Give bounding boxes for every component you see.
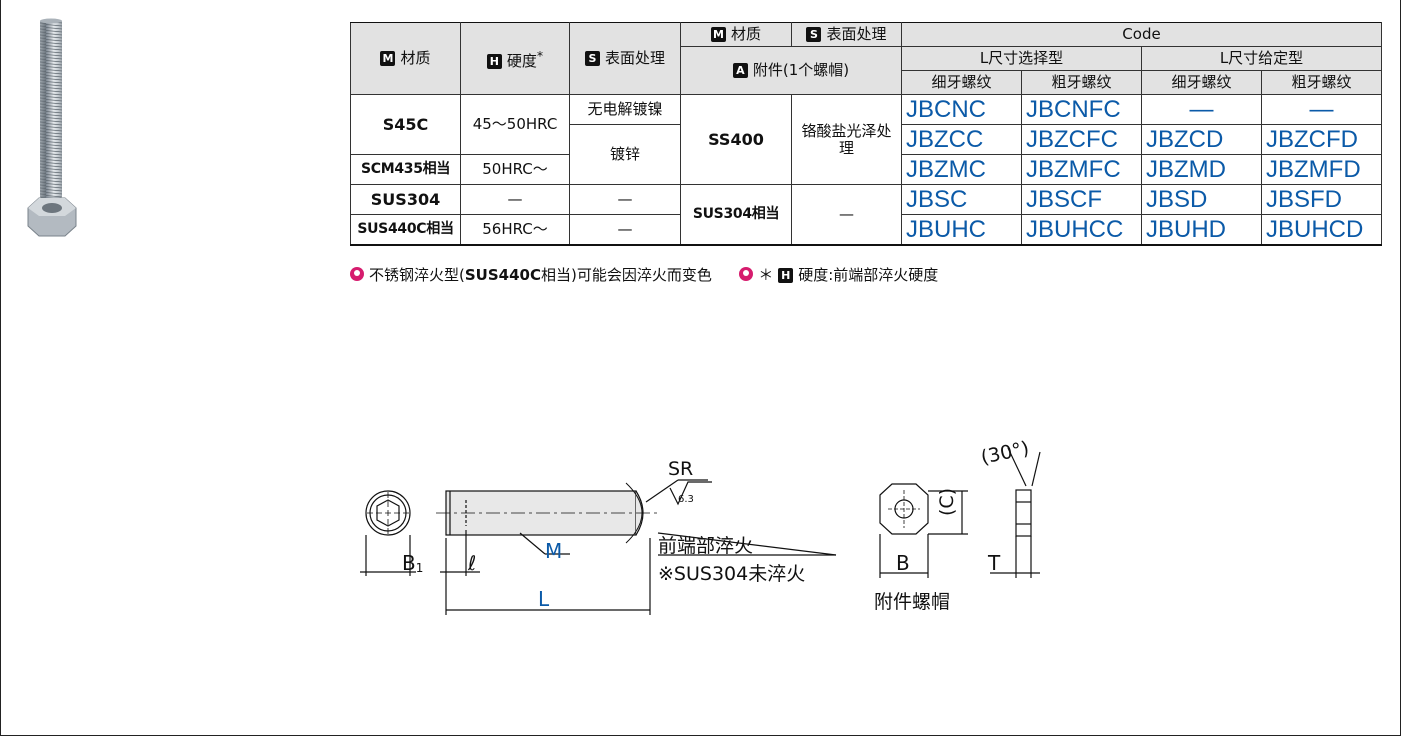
code-cell: JBUHC xyxy=(901,214,1022,246)
roughness-label: 6.3 xyxy=(678,494,694,505)
code-cell: JBZCD xyxy=(1141,124,1262,155)
b1-label: B1 xyxy=(402,551,423,575)
header-row-3: 细牙螺纹 粗牙螺纹 细牙螺纹 粗牙螺纹 xyxy=(351,70,1382,95)
coarse-thread-header: 粗牙螺纹 xyxy=(1021,70,1142,95)
ell-label: ℓ xyxy=(467,551,476,575)
fine-thread-header: 细牙螺纹 xyxy=(1141,70,1262,95)
surface-badge: S xyxy=(584,51,600,66)
surface-cell: — xyxy=(569,184,681,215)
code-cell: JBZMFD xyxy=(1261,154,1382,185)
table-row: SUS304 — — SUS304相当 — JBSC JBSCF JBSD JB… xyxy=(350,184,1382,246)
material-cell: S45C xyxy=(350,94,461,155)
attach-material-badge: M xyxy=(710,27,726,42)
code-cell: JBCNFC xyxy=(1021,94,1142,125)
coarse-thread-header: 粗牙螺纹 xyxy=(1261,70,1382,95)
l-select-header: L尺寸选择型 xyxy=(901,46,1142,71)
surface-cell: 无电解镀镍 xyxy=(569,94,681,125)
material-cell: SCM435相当 xyxy=(350,154,461,185)
drawing-labels: B1 ℓ M L SR 6.3 前端部淬火 ※SUS304未淬火 (C) B T… xyxy=(402,437,1031,613)
code-cell: JBUHD xyxy=(1141,214,1262,246)
fine-thread-header: 细牙螺纹 xyxy=(901,70,1022,95)
code-cell: — xyxy=(1141,94,1262,125)
l-label: L xyxy=(538,587,550,611)
code-cell: JBZMC xyxy=(901,154,1022,185)
material-badge: M xyxy=(380,51,396,66)
code-cell: JBZCC xyxy=(901,124,1022,155)
hardness-cell: — xyxy=(460,184,570,215)
hardness-cell: 56HRC～ xyxy=(460,214,570,246)
table-row: SCM435相当 50HRC～ JBZMC JBZMFC JBZMD JBZMF… xyxy=(350,154,1382,185)
table-row: S45C 45～50HRC 无电解镀镍 SS400 铬酸盐光泽处理 JBCNC … xyxy=(350,94,1382,185)
angle-label: (30°) xyxy=(979,437,1031,469)
quench-front-label: 前端部淬火 xyxy=(658,535,753,557)
l-given-header: L尺寸给定型 xyxy=(1141,46,1382,71)
m-label: M xyxy=(545,539,562,563)
nut-caption: 附件螺帽 xyxy=(874,591,950,613)
code-cell: JBSC xyxy=(901,184,1022,215)
c-label: (C) xyxy=(936,488,958,516)
material-cell: SUS440C相当 xyxy=(350,214,461,246)
nut-material-cell: SUS304相当 xyxy=(680,184,792,246)
code-cell: JBZCFC xyxy=(1021,124,1142,155)
sr-label: SR xyxy=(668,458,693,480)
table-row: 镀锌 JBZCC JBZCFC JBZCD JBZCFD xyxy=(351,124,1382,185)
product-image xyxy=(27,18,77,237)
surface-cell: — xyxy=(569,214,681,246)
hardness-badge: H xyxy=(486,54,502,69)
hardness-cell: 45～50HRC xyxy=(460,94,570,155)
code-cell: — xyxy=(1261,94,1382,125)
t-label: T xyxy=(987,551,1001,575)
code-cell: JBSCF xyxy=(1021,184,1142,215)
code-cell: JBZMFC xyxy=(1021,154,1142,185)
nut-material-cell: SS400 xyxy=(680,94,792,185)
hardness-cell: 50HRC～ xyxy=(460,154,570,185)
code-cell: JBZCFD xyxy=(1261,124,1382,155)
surface-cell: 镀锌 xyxy=(569,124,681,185)
attachment-badge: A xyxy=(732,63,748,78)
nut-surface-cell: — xyxy=(791,184,902,246)
code-header: Code xyxy=(901,22,1382,47)
nut-surface-cell: 铬酸盐光泽处理 xyxy=(791,94,902,185)
attach-surface-badge: S xyxy=(806,27,822,42)
code-cell: JBCNC xyxy=(901,94,1022,125)
technical-drawing: B1 ℓ M L SR 6.3 前端部淬火 ※SUS304未淬火 (C) B T… xyxy=(360,437,1041,615)
pin-icon xyxy=(739,267,754,281)
code-cell: JBSD xyxy=(1141,184,1262,215)
code-cell: JBUHCD xyxy=(1261,214,1382,246)
material-cell: SUS304 xyxy=(350,184,461,215)
code-cell: JBUHCC xyxy=(1021,214,1142,246)
code-cell: JBSFD xyxy=(1261,184,1382,215)
b-label: B xyxy=(896,551,910,575)
pin-icon xyxy=(350,267,364,281)
sus304-note: ※SUS304未淬火 xyxy=(658,563,805,585)
hardness-badge: H xyxy=(778,268,794,283)
code-cell: JBZMD xyxy=(1141,154,1262,185)
